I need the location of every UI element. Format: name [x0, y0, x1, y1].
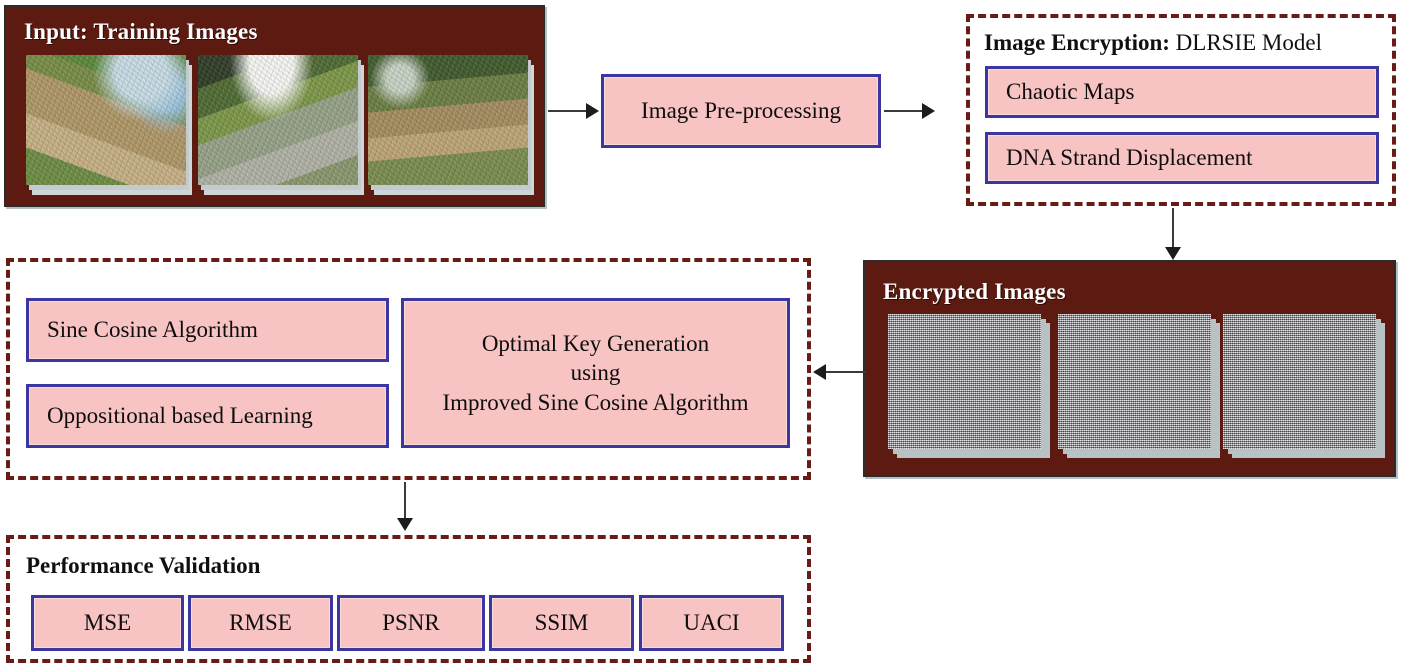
- arrow-encrypted-to-optimization-head: [813, 364, 826, 380]
- oppositional-based-learning-box[interactable]: Oppositional based Learning: [26, 384, 389, 448]
- chaotic-maps-box[interactable]: Chaotic Maps: [985, 66, 1379, 118]
- optimal-key-generation-label: Optimal Key Generation using Improved Si…: [442, 330, 749, 415]
- training-photo-3-image: [368, 55, 528, 185]
- arrow-input-to-preprocessing-head: [586, 103, 599, 119]
- photo-grain: [26, 55, 186, 185]
- arrow-input-to-preprocessing-line: [548, 110, 590, 112]
- training-image-3: [368, 55, 534, 195]
- training-photo-1-image: [26, 55, 186, 185]
- encryption-panel-title-regular: DLRSIE Model: [1169, 30, 1322, 55]
- dna-strand-displacement-box[interactable]: DNA Strand Displacement: [985, 132, 1379, 184]
- image-encryption-panel: Image Encryption: DLRSIE Model Chaotic M…: [966, 14, 1396, 206]
- training-image-2: [198, 55, 364, 195]
- image-preprocessing-box[interactable]: Image Pre-processing: [601, 74, 881, 148]
- encrypted-image-1: [888, 314, 1053, 462]
- arrow-preprocessing-to-encryption-head: [922, 103, 935, 119]
- metric-box-psnr[interactable]: PSNR: [337, 595, 485, 651]
- encrypted-image-3: [1223, 314, 1388, 462]
- arrow-encryption-to-encrypted-line: [1172, 208, 1174, 251]
- arrow-encryption-to-encrypted-head: [1165, 247, 1181, 260]
- metric-label-rmse: RMSE: [229, 610, 292, 636]
- encryption-panel-title-bold: Image Encryption:: [984, 30, 1170, 55]
- image-preprocessing-label: Image Pre-processing: [641, 98, 841, 124]
- encrypted-images-panel: Encrypted Images: [863, 260, 1396, 477]
- encryption-panel-title: Image Encryption: DLRSIE Model: [984, 30, 1322, 56]
- sine-cosine-algorithm-label: Sine Cosine Algorithm: [47, 317, 258, 343]
- metric-box-rmse[interactable]: RMSE: [188, 595, 333, 651]
- input-training-images-panel: Input: Training Images: [4, 5, 545, 207]
- performance-validation-panel: Performance Validation MSE RMSE PSNR SSI…: [6, 535, 811, 663]
- sine-cosine-algorithm-box[interactable]: Sine Cosine Algorithm: [26, 298, 389, 362]
- metric-label-psnr: PSNR: [382, 610, 440, 636]
- arrow-preprocessing-to-encryption-line: [884, 110, 924, 112]
- encrypted-panel-title: Encrypted Images: [883, 279, 1066, 304]
- arrow-optimization-to-validation-head: [397, 518, 413, 531]
- metric-box-uaci[interactable]: UACI: [639, 595, 784, 651]
- dna-strand-displacement-label: DNA Strand Displacement: [1006, 145, 1253, 171]
- arrow-optimization-to-validation-line: [404, 482, 406, 522]
- oppositional-based-learning-label: Oppositional based Learning: [47, 403, 313, 429]
- encrypted-noise-2-image: [1058, 314, 1211, 449]
- encrypted-noise-1-image: [888, 314, 1041, 449]
- photo-grain: [368, 55, 528, 185]
- training-image-1: [26, 55, 192, 195]
- chaotic-maps-label: Chaotic Maps: [1006, 79, 1135, 105]
- training-photo-2-image: [198, 55, 358, 185]
- optimization-panel: Sine Cosine Algorithm Oppositional based…: [6, 258, 811, 480]
- arrow-encrypted-to-optimization-line: [826, 371, 866, 373]
- metric-label-uaci: UACI: [683, 610, 740, 636]
- photo-grain: [198, 55, 358, 185]
- encrypted-noise-3-image: [1223, 314, 1376, 449]
- input-panel-title: Input: Training Images: [24, 19, 258, 44]
- metric-label-mse: MSE: [83, 610, 132, 636]
- metric-box-ssim[interactable]: SSIM: [489, 595, 634, 651]
- metric-label-ssim: SSIM: [534, 610, 589, 636]
- optimal-key-generation-box[interactable]: Optimal Key Generation using Improved Si…: [401, 298, 790, 448]
- validation-panel-title: Performance Validation: [26, 553, 261, 578]
- encrypted-image-2: [1058, 314, 1223, 462]
- metric-box-mse[interactable]: MSE: [31, 595, 184, 651]
